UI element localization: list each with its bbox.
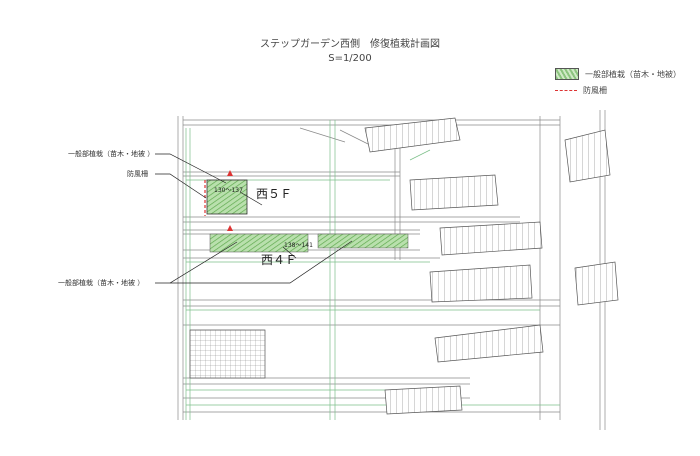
stair-block — [429, 264, 533, 303]
stairs — [189, 117, 619, 415]
windbreak-dash-icon — [555, 89, 577, 91]
windbreak-markers — [227, 170, 233, 231]
area-code-lower: 138～141 — [284, 242, 313, 249]
leader-lines — [155, 153, 353, 284]
legend: 一般部植栽（苗木・地被） 防風柵 — [555, 66, 681, 98]
area-code-upper: 130～137 — [214, 187, 243, 194]
grating-area — [189, 329, 266, 379]
legend-windbreak-label: 防風柵 — [583, 85, 607, 95]
stair-block — [409, 174, 499, 211]
stair-block — [434, 324, 544, 363]
stair-block — [574, 261, 619, 306]
legend-item-planting: 一般部植栽（苗木・地被） — [555, 66, 681, 82]
callout-windbreak: 防風柵 — [127, 170, 148, 178]
building-outline — [177, 110, 606, 430]
floor-label-west5: 西５Ｆ — [256, 187, 293, 201]
planting-swatch-icon — [555, 68, 579, 80]
stair-block — [364, 117, 461, 153]
drawing-title: ステップガーデン西側 修復植栽計画図 S=1/200 — [0, 38, 700, 66]
drawing-scale: S=1/200 — [328, 53, 372, 64]
stair-block — [384, 385, 463, 415]
stair-block — [439, 221, 543, 256]
planting-area-upper — [206, 179, 248, 215]
planting-area-lower-right — [317, 233, 409, 249]
stair-block — [564, 129, 611, 183]
legend-planting-label: 一般部植栽（苗木・地被） — [585, 69, 681, 79]
drawing-title-main: ステップガーデン西側 修復植栽計画図 — [260, 39, 440, 50]
legend-item-windbreak: 防風柵 — [555, 82, 681, 98]
floor-label-west4: 西４Ｆ — [261, 253, 298, 267]
callout-lower-planting: 一般部植栽（苗木・地被 ） — [58, 279, 145, 287]
callout-upper-planting: 一般部植栽（苗木・地被 ） — [68, 150, 155, 158]
